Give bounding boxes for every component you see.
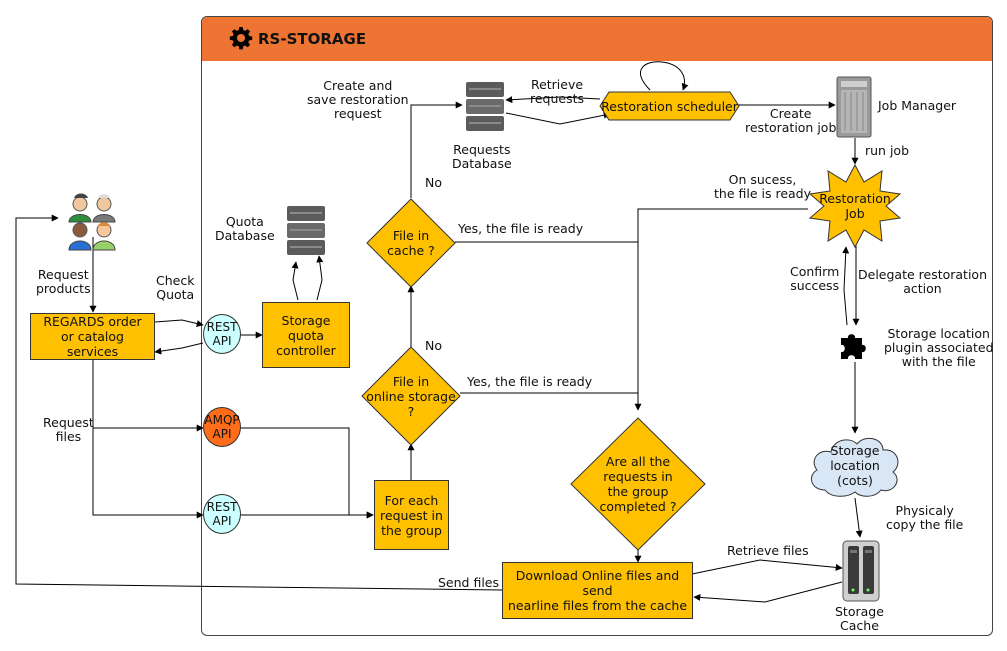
edge-label-check-quota: Check Quota xyxy=(156,273,195,302)
edge-amqp-to-foreach xyxy=(240,427,374,519)
plugin-label: Storage location plugin associated with … xyxy=(884,326,994,369)
edge-label-yes-cache: Yes, the file is ready xyxy=(458,221,584,236)
edge-label-physically-copy: Physicaly copy the file xyxy=(886,503,964,532)
file-in-cache-text: File in cache ? xyxy=(387,228,435,258)
edge-label-delegate: Delegate restoration action xyxy=(858,267,987,296)
rest-api-quota: REST API xyxy=(203,314,241,354)
all-completed-text: Are all the requests in the group comple… xyxy=(599,454,677,514)
edge-label-create-save: Create and save restoration request xyxy=(307,78,409,121)
quota-database-label: Quota Database xyxy=(215,214,275,243)
edge-label-no-bottom: No xyxy=(425,338,442,353)
restoration-job-star xyxy=(808,164,902,248)
quota-database-icon xyxy=(287,206,325,255)
frame-header: RS-STORAGE xyxy=(202,17,992,61)
edge-check-quota xyxy=(154,319,204,327)
edge-label-request-files: Request files xyxy=(43,415,94,444)
storage-cache-label: Storage Cache xyxy=(835,604,884,633)
all-completed-diamond xyxy=(570,417,706,551)
edge-label-retrieve-files: Retrieve files xyxy=(727,543,809,558)
file-in-cache-diamond xyxy=(366,198,456,288)
file-in-online-diamond xyxy=(361,346,461,446)
requests-database-label: Requests Database xyxy=(452,142,512,171)
storage-quota-controller: Storage quota controller xyxy=(262,302,350,368)
rest-api-files: REST API xyxy=(203,494,241,534)
download-online-files: Download Online files and send nearline … xyxy=(502,562,693,619)
file-in-online-text: File in online storage ? xyxy=(366,373,456,419)
edge-cache-to-download xyxy=(693,581,843,603)
edge-db-to-scheduler xyxy=(505,111,611,125)
requests-database-icon xyxy=(466,82,504,131)
for-each-request: For each request in the group xyxy=(374,480,449,550)
edge-label-confirm-success: Confirm success xyxy=(790,264,840,293)
regards-services: REGARDS order or catalog services xyxy=(30,313,155,360)
edge-quota-response xyxy=(154,342,204,355)
restoration-scheduler-text: Restoration scheduler xyxy=(601,98,738,114)
edge-location-to-cache xyxy=(854,497,863,538)
server-icon xyxy=(836,76,872,138)
restoration-job-text: Restoration Job xyxy=(819,191,891,221)
storage-location-text: Storage location (cots) xyxy=(830,442,880,488)
edge-label-on-success: On sucess, the file is ready xyxy=(714,172,812,201)
edge-db-to-quota xyxy=(316,255,324,301)
edge-label-no-top: No xyxy=(425,175,442,190)
edge-cache-to-db xyxy=(410,101,463,198)
storage-cache-icon xyxy=(842,540,880,602)
edge-send-files xyxy=(15,214,503,591)
users-icon xyxy=(68,193,116,251)
frame-title: RS-STORAGE xyxy=(258,30,367,48)
restoration-scheduler-shape xyxy=(599,91,740,121)
edge-request-files-amqp xyxy=(92,360,204,432)
edge-label-create-job: Create restoration job xyxy=(745,106,837,135)
amqp-api: AMQP API xyxy=(203,407,241,447)
edge-request-files-rest xyxy=(92,428,204,519)
edge-scheduler-loop xyxy=(640,61,689,91)
edge-label-run-job: run job xyxy=(865,143,910,158)
edge-label-request-products: Request products xyxy=(36,267,91,296)
edge-on-success xyxy=(634,208,808,411)
puzzle-icon xyxy=(841,334,866,359)
edge-scheduler-to-db xyxy=(505,96,601,104)
cloud-shape xyxy=(810,437,899,497)
edge-retrieve-files xyxy=(691,559,843,575)
edge-label-retrieve-requests: Retrieve requests xyxy=(530,77,585,106)
edge-confirm xyxy=(842,246,850,326)
edge-label-send-files: Send files xyxy=(438,575,500,590)
edge-label-yes-online: Yes, the file is ready xyxy=(467,374,593,389)
gear-icon xyxy=(229,27,253,50)
edge-quota-to-db xyxy=(291,261,299,301)
job-manager-label: Job Manager xyxy=(878,98,957,113)
